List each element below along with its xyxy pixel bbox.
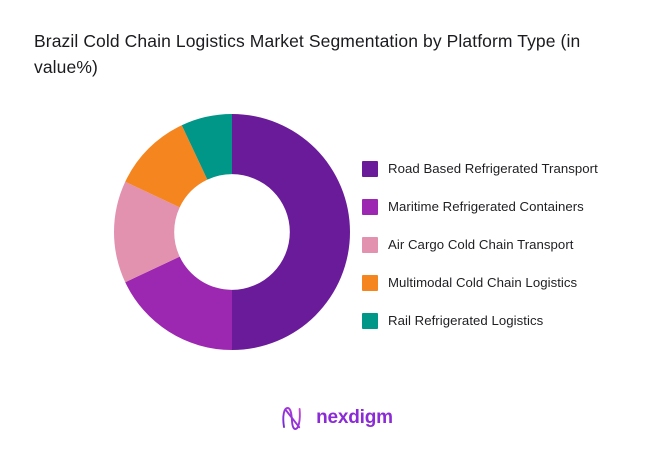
legend-item-label: Road Based Refrigerated Transport <box>388 161 598 176</box>
nexdigm-n-logo-icon <box>282 407 301 430</box>
legend-color-swatch <box>362 275 378 291</box>
legend-item-label: Maritime Refrigerated Containers <box>388 199 584 214</box>
legend-color-swatch <box>362 199 378 215</box>
brand-logo: nexdigm <box>0 404 672 432</box>
legend-color-swatch <box>362 161 378 177</box>
legend-item[interactable]: Air Cargo Cold Chain Transport <box>362 226 662 264</box>
donut-chart <box>113 114 350 350</box>
legend-item[interactable]: Road Based Refrigerated Transport <box>362 150 662 188</box>
legend-item-label: Air Cargo Cold Chain Transport <box>388 237 574 252</box>
legend-item[interactable]: Maritime Refrigerated Containers <box>362 188 662 226</box>
donut-slice[interactable] <box>181 114 232 180</box>
legend-item[interactable]: Rail Refrigerated Logistics <box>362 302 662 340</box>
donut-chart-svg <box>113 114 350 350</box>
donut-slice[interactable] <box>113 181 180 283</box>
page-title: Brazil Cold Chain Logistics Market Segme… <box>34 31 581 77</box>
brand-name: nexdigm <box>316 407 393 428</box>
legend-item[interactable]: Multimodal Cold Chain Logistics <box>362 264 662 302</box>
donut-slice[interactable] <box>232 114 350 350</box>
donut-slice[interactable] <box>125 256 232 350</box>
donut-slice[interactable] <box>125 125 208 208</box>
legend-color-swatch <box>362 237 378 253</box>
legend-item-label: Multimodal Cold Chain Logistics <box>388 275 578 290</box>
legend-item-label: Rail Refrigerated Logistics <box>388 313 544 328</box>
donut-slice-group <box>113 114 350 350</box>
legend-color-swatch <box>362 313 378 329</box>
